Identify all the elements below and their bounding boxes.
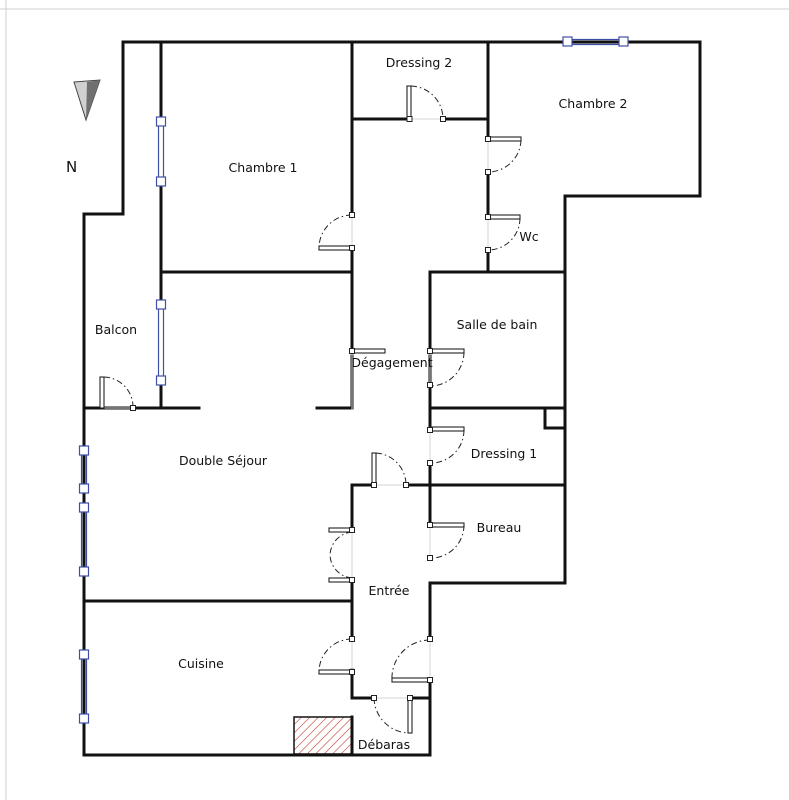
door-salle-de-bain (427, 348, 465, 388)
window-balcon (155, 299, 167, 386)
door-entree (391, 636, 433, 683)
room-label-balcon: Balcon (95, 322, 137, 337)
door-degagement-sejour (349, 348, 386, 410)
window-sejour-1 (78, 445, 90, 494)
window-sejour-2 (78, 502, 90, 577)
room-label-entree: Entrée (369, 583, 410, 598)
doors (99, 85, 522, 734)
room-label-debaras: Débaras (358, 737, 410, 752)
door-dressing-2 (406, 85, 446, 122)
door-chambre-2 (485, 136, 522, 175)
door-chambre-1 (318, 212, 355, 251)
walls (82, 40, 702, 757)
door-cuisine (318, 636, 355, 675)
room-label-degagement: Dégagement (351, 355, 432, 370)
window-chambre-2 (562, 36, 629, 47)
room-label-cuisine: Cuisine (178, 656, 224, 671)
window-chambre-1 (155, 116, 167, 187)
compass-label: N (66, 158, 77, 176)
room-label-dressing-2: Dressing 2 (386, 55, 452, 70)
room-label-chambre-2: Chambre 2 (559, 96, 628, 111)
room-label-wc: Wc (519, 229, 538, 244)
window-cuisine (78, 649, 90, 724)
door-bureau (427, 522, 465, 561)
door-dressing-1 (427, 426, 465, 466)
north-arrow-icon (73, 79, 101, 122)
room-label-chambre-1: Chambre 1 (229, 160, 298, 175)
door-degagement-entree (371, 452, 409, 488)
room-label-salle-de-bain: Salle de bain (457, 317, 538, 332)
door-debaras (371, 695, 413, 734)
room-label-bureau: Bureau (477, 520, 522, 535)
room-label-double-sejour: Double Séjour (179, 453, 268, 468)
windows (78, 36, 629, 724)
room-label-dressing-1: Dressing 1 (471, 446, 537, 461)
room-labels: Dressing 2 Chambre 2 Chambre 1 Wc Salle … (95, 55, 628, 752)
door-wc (485, 214, 521, 253)
hatched-duct (293, 716, 353, 755)
door-sejour-entree (328, 527, 355, 583)
door-balcon (99, 376, 136, 411)
